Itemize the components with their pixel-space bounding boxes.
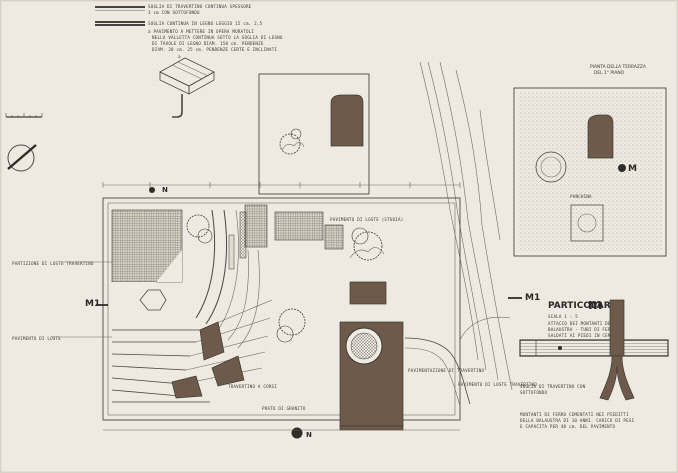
- svg-text:PANCHINA: PANCHINA: [570, 194, 592, 199]
- terrain-contour-lines: [419, 61, 513, 391]
- legend-line-2: SOGLIA CONTINUA IN LEGNO LEGGIO 15 cm. 2…: [148, 21, 263, 26]
- detail-particolare: PARTICOLARE m SCALA 1 : 5 ATTACCO DEI MO…: [458, 297, 669, 429]
- legend-note-a-1: a PAVIMENTO A METTERE IN OPERA MURATOLI: [148, 29, 254, 34]
- terrace-title-1: PIANTA DELLA TERRAZZA: [590, 64, 646, 70]
- terrace-plan: PIANTA DELLA TERRAZZA DEL 1° PIANO PANCH…: [513, 64, 667, 257]
- bottom-note-1: SOGLIA DI TRAVERTINO CON: [520, 384, 586, 389]
- detail-letter: m: [588, 297, 603, 313]
- trees-main: [186, 214, 385, 343]
- svg-text:a: a: [178, 54, 181, 59]
- label-pavement-top: PAVIMENTO DI LOSTE (STUOIA): [330, 217, 403, 222]
- label-trav-right: PAVIMENTAZIONE DI TRAVERTINO: [408, 368, 484, 373]
- legend-note-a-3: DI TAVOLE DI LEGNO DIAM. 150 cm. PENDENZ…: [152, 41, 264, 46]
- detail-desc-3: SALDATI AI PIEDI IN CEMENTO: [548, 333, 622, 338]
- label-travertine-left: PARTIZIONE DI LOSTE TRAVERTINO: [12, 261, 94, 266]
- legend-note-a-4: DIAM. 20 cm. 25 cm. PENDENZE CERTE E INC…: [152, 47, 277, 52]
- legend-note-a-2: NELLA VALLETTA CONTINUA SOTTO LA SOGLIA …: [152, 35, 283, 40]
- notes-right-3: E CAPACITA PER 40 cm. DEL PAVIMENTO: [520, 424, 616, 429]
- marker-m1-right: M1: [525, 293, 540, 303]
- detail-title: PARTICOLARE: [548, 301, 617, 311]
- detail-desc-1: ATTACCO DEI MONTANTI DELLA: [548, 321, 619, 326]
- terrace-title-2: DEL 1° PIANO: [594, 70, 625, 76]
- stepped-terraces: [111, 299, 273, 403]
- notes-right-1: MONTANTI DI FERRO CEMENTATI NEI PIEDITTI: [520, 412, 629, 417]
- label-grass-bottom: PRATO DI GRANITO: [262, 406, 306, 411]
- planting-upper: [279, 128, 305, 155]
- north-arrow-icon: [7, 144, 37, 172]
- marker-m1-left: M1: [85, 299, 100, 309]
- marker-n-top: N: [162, 186, 168, 194]
- marker-n-bottom: N: [306, 431, 312, 439]
- scale-bar: [5, 113, 43, 118]
- isometric-detail-sketch: a: [159, 54, 215, 118]
- notes-right-2: DELLA BALAUSTRA DI 10 ANNI. CARICO DI PE…: [520, 418, 635, 423]
- legend-line-1: SOGLIA DI TRAVERTINO CONTINUA SPESSORE: [148, 4, 252, 9]
- curving-path: [195, 209, 260, 349]
- label-pavement-left: PAVIMENTO DI LOSTE: [12, 336, 61, 341]
- bottom-note-3: PAVIMENTO DI LOSTE TRAVERTINO: [458, 382, 537, 387]
- right-building-block: [339, 281, 404, 431]
- hexagon-feature: [139, 289, 167, 311]
- legend-block: SOGLIA DI TRAVERTINO CONTINUA SPESSORE 3…: [95, 4, 283, 118]
- marker-m-terrace: M: [628, 164, 637, 174]
- main-garden-plan: N PAVIMENTO DI LOSTE (STUOIA): [12, 182, 540, 439]
- detail-desc-2: BALAUSTRA - TUBI DI FERRO: [548, 327, 616, 332]
- bottom-note-2: SOTTOFONDO: [520, 390, 547, 395]
- label-trav-bottom: TRAVERTINO A CORSI: [228, 384, 277, 389]
- legend-line-1b: 3 cm CON SOTTOFONDO: [148, 10, 200, 15]
- upper-building-outline: [258, 73, 370, 195]
- detail-scale: SCALA 1 : 5: [548, 314, 578, 319]
